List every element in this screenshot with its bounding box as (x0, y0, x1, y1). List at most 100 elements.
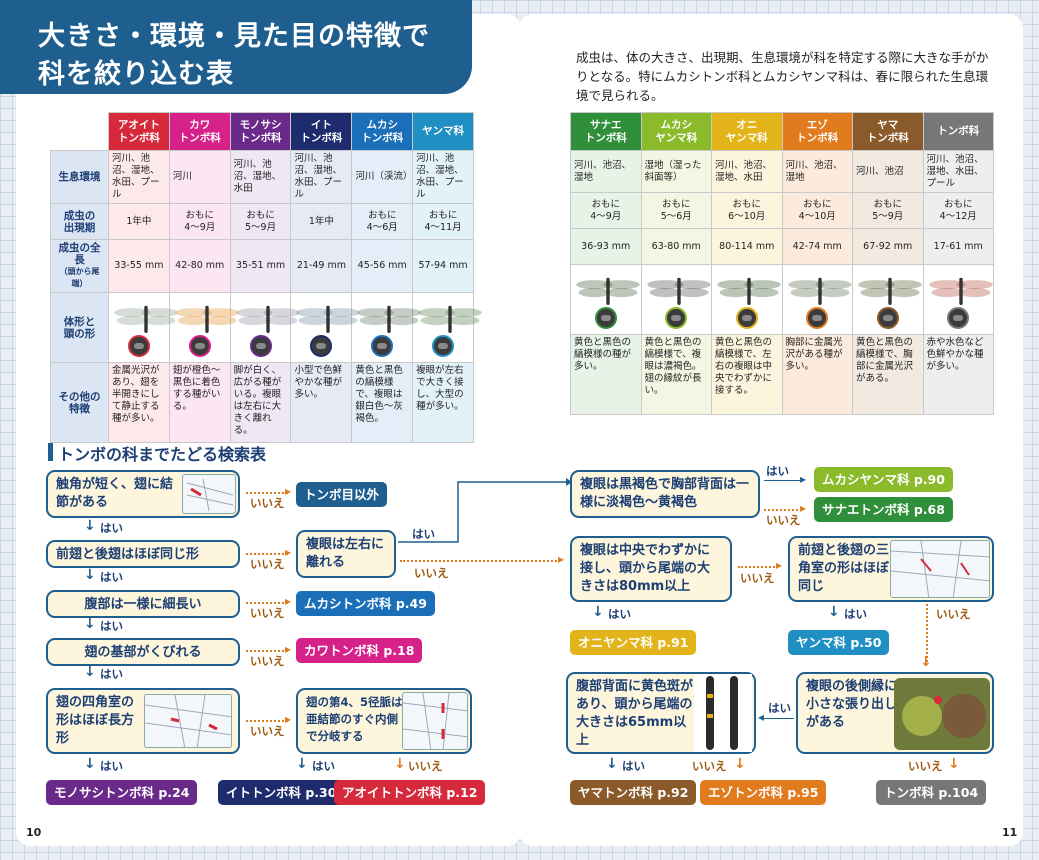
no-arrow-line (926, 604, 928, 662)
yes-label: はい (100, 619, 123, 633)
period-line: おもに (367, 209, 397, 221)
table-cell: 河川、池沼、湿地 (570, 150, 642, 193)
table-cell: 河川、池沼、湿地、水田 (229, 150, 292, 204)
period-line: 4～9月 (590, 210, 622, 222)
result-not-odonata[interactable]: トンボ目以外 (296, 482, 388, 507)
table-cell: 黄色と黒色の縞模様の種が多い。 (570, 334, 642, 415)
down-arrow-icon: ↓ (296, 756, 308, 772)
yes-connector (398, 478, 572, 543)
period-line: 1年中 (126, 215, 152, 227)
family-header: アオイトトンボ科 (108, 112, 170, 151)
family-name-line: トンボ科 (239, 131, 282, 144)
table-cell: 42-80 mm (168, 239, 231, 293)
family-name-line: アオイト (117, 118, 160, 131)
title-banner: 大きさ・環境・見た目の特徴で 科を絞り込む表 (0, 0, 472, 94)
family-header: イトトンボ科 (290, 112, 353, 151)
family-name-line: トンボ科 (866, 131, 909, 144)
table-cell (781, 264, 853, 335)
table-cell: 黄色と黒色の縞模様で、複眼は銀白色～灰褐色。 (351, 362, 414, 443)
yes-label: はい (844, 607, 867, 621)
family-name-line: トンボ科 (937, 125, 980, 137)
wing-vein-icon (145, 695, 231, 747)
result-itotonbo[interactable]: イトトンボ科 p.30 (218, 780, 345, 805)
family-name-line: ムカシ (366, 118, 398, 131)
family-name-line: イト (310, 118, 332, 131)
result-aoitotonbo[interactable]: アオイトトンボ科 p.12 (334, 780, 486, 805)
yes-label: はい (100, 521, 123, 535)
period-line: 1年中 (308, 215, 334, 227)
wing-node-icon (186, 478, 234, 512)
head-closeup-icon (902, 694, 986, 738)
result-tonbo[interactable]: トンボ科 p.104 (876, 780, 987, 805)
question-text: 翅の第4、5径脈は亜結節のすぐ内側で分岐する (306, 695, 403, 743)
result-mukashiyanma[interactable]: ムカシヤンマ科 p.90 (814, 467, 953, 492)
result-sanaetonbo[interactable]: サナエトンボ科 p.68 (814, 497, 953, 522)
down-arrow-icon: ↓ (734, 756, 746, 772)
table-cell: 河川、池沼、湿地、水田、プール (290, 150, 353, 204)
yes-arrow-line (764, 718, 794, 719)
period-line: おもに (185, 209, 214, 221)
result-oniyanma[interactable]: オニヤンマ科 p.91 (570, 630, 697, 655)
result-mukashitonbo[interactable]: ムカシトンボ科 p.49 (296, 591, 435, 616)
result-yamatonbo[interactable]: ヤマトンボ科 p.92 (570, 780, 697, 805)
head-icon (594, 306, 617, 329)
family-name-line: トンボ科 (796, 131, 839, 144)
down-arrow-icon: ↓ (84, 664, 96, 680)
arrow-head-icon: ▸ (285, 642, 292, 656)
question-eye-color: 複眼は黒褐色で胸部背面は一様に淡褐色～黄褐色 (570, 470, 760, 518)
table-cell: 1年中 (290, 203, 353, 240)
dragonfly-icon (787, 277, 852, 305)
no-arrow-line (246, 602, 288, 604)
table-cell (412, 292, 482, 363)
family-table-left: アオイトトンボ科カワトンボ科モノサシトンボ科イトトンボ科ムカシトンボ科ヤンマ科生… (50, 112, 482, 443)
table-cell: 胸部に金属光沢がある種が多い。 (781, 334, 853, 415)
period-line: 6～10月 (728, 210, 766, 222)
no-arrow-line (246, 650, 288, 652)
head-icon (735, 306, 758, 329)
row-label-line: 頭の形 (63, 327, 96, 340)
result-kawatonbo[interactable]: カワトンボ科 p.18 (296, 638, 423, 663)
wing-vein-icon (403, 693, 467, 749)
result-monosashitonbo[interactable]: モノサシトンボ科 p.24 (46, 780, 198, 805)
family-name-line: モノサシ (239, 118, 282, 131)
yes-arrow-line (764, 480, 802, 481)
question-quadrilateral: 翅の四角室の形はほぼ長方形 (46, 688, 240, 754)
arrow-head-icon: ▸ (776, 558, 783, 572)
family-header: カワトンボ科 (168, 112, 231, 151)
result-yanma[interactable]: ヤンマ科 p.50 (788, 630, 890, 655)
family-header: ヤンマ科 (412, 112, 474, 151)
no-label: いいえ (414, 566, 449, 580)
table-cell: 80-114 mm (711, 228, 783, 265)
table-cell: 33-55 mm (108, 239, 170, 293)
question-abdomen: 腹部は一様に細長い (46, 590, 240, 618)
period-line: 4～6月 (366, 221, 398, 233)
result-ezotonbo[interactable]: エゾトンボ科 p.95 (700, 780, 827, 805)
arrow-head-icon: ▸ (800, 501, 807, 515)
table-cell: 1年中 (108, 203, 170, 240)
dragonfly-icon (576, 277, 640, 305)
no-label: いいえ (766, 513, 801, 527)
triangle-photo (890, 540, 990, 598)
no-label: いいえ (250, 606, 285, 620)
family-header: オニヤンマ科 (711, 112, 783, 151)
period-line: 5～9月 (872, 210, 904, 222)
corner-cell (51, 113, 109, 151)
down-arrow-icon: ↓ (394, 756, 406, 772)
head-icon (249, 334, 272, 357)
no-arrow-line (246, 720, 288, 722)
arrow-head-icon: ▸ (285, 712, 292, 726)
no-label: いいえ (250, 496, 285, 510)
table-cell: 36-93 mm (570, 228, 642, 265)
dragonfly-icon (418, 305, 482, 333)
table-cell: 黄色と黒色の縞模様で、複眼は濃褐色。翅の縁紋が長い。 (640, 334, 712, 415)
page-number-left: 10 (26, 826, 42, 839)
table-cell: 63-80 mm (640, 228, 712, 265)
question-triangle: 前翅と後翅の三角室の形はほぼ同じ (788, 536, 994, 602)
table-cell (168, 292, 239, 363)
row-label-line: 成虫の全長 (58, 242, 101, 266)
table-cell (640, 264, 712, 335)
question-wings-same: 前翅と後翅はほぼ同じ形 (46, 540, 240, 568)
dragonfly-icon (357, 305, 422, 333)
table-cell: 湿地（湿った斜面等） (640, 150, 712, 193)
